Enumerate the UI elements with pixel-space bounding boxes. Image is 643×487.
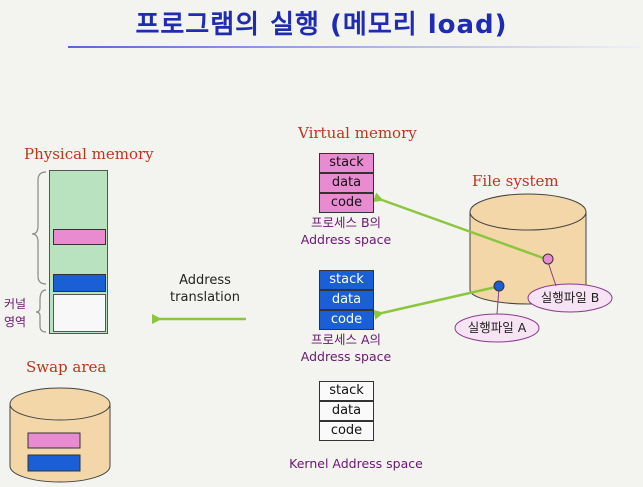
process-a-in-memory xyxy=(53,274,106,292)
kernel-area-bracket xyxy=(35,289,47,333)
process-b-in-memory xyxy=(53,229,106,245)
address-translation-line-2: translation xyxy=(170,290,240,305)
arrow-file-b-to-process-b xyxy=(372,192,547,261)
address-translation-line-1: Address xyxy=(179,273,231,288)
process-a-caption-line-2: Address space xyxy=(300,349,392,364)
file-a-label: 실행파일 A xyxy=(467,320,527,335)
process-b-code: code xyxy=(319,193,374,213)
process-b-stack: stack xyxy=(319,153,374,173)
file-b-marker xyxy=(542,253,554,265)
process-b-caption-line-1: 프로세스 B의 xyxy=(310,215,382,230)
virtual-memory-label: Virtual memory xyxy=(298,124,417,142)
process-a-caption-line-1: 프로세스 A의 xyxy=(310,332,382,347)
process-a-code: code xyxy=(319,310,374,330)
file-b-label: 실행파일 B xyxy=(540,290,600,305)
kernel-address-space-caption: Kernel Address space xyxy=(289,456,423,471)
kernel-label-line-1: 커널 xyxy=(4,297,27,311)
kernel-region xyxy=(53,294,106,332)
file-a-marker xyxy=(493,280,505,292)
file-system-label: File system xyxy=(472,172,559,190)
arrow-file-a-to-process-a xyxy=(373,285,497,320)
physical-memory-block xyxy=(49,170,108,334)
process-a-data: data xyxy=(319,290,374,310)
process-b-caption-line-2: Address space xyxy=(300,232,392,247)
page-title: 프로그램의 실행 (메모리 load) xyxy=(135,10,508,40)
swap-area-label: Swap area xyxy=(26,358,107,376)
swap-area-cylinder xyxy=(9,387,111,483)
kernel-data: data xyxy=(319,401,374,421)
physical-memory-label: Physical memory xyxy=(24,145,154,163)
kernel-stack: stack xyxy=(319,381,374,401)
process-a-stack: stack xyxy=(319,270,374,290)
process-b-data: data xyxy=(319,173,374,193)
user-area-bracket xyxy=(31,171,47,285)
kernel-code: code xyxy=(319,421,374,441)
kernel-label-line-2: 영역 xyxy=(4,315,27,329)
title-underline xyxy=(68,46,640,48)
file-b-callout xyxy=(527,283,613,313)
